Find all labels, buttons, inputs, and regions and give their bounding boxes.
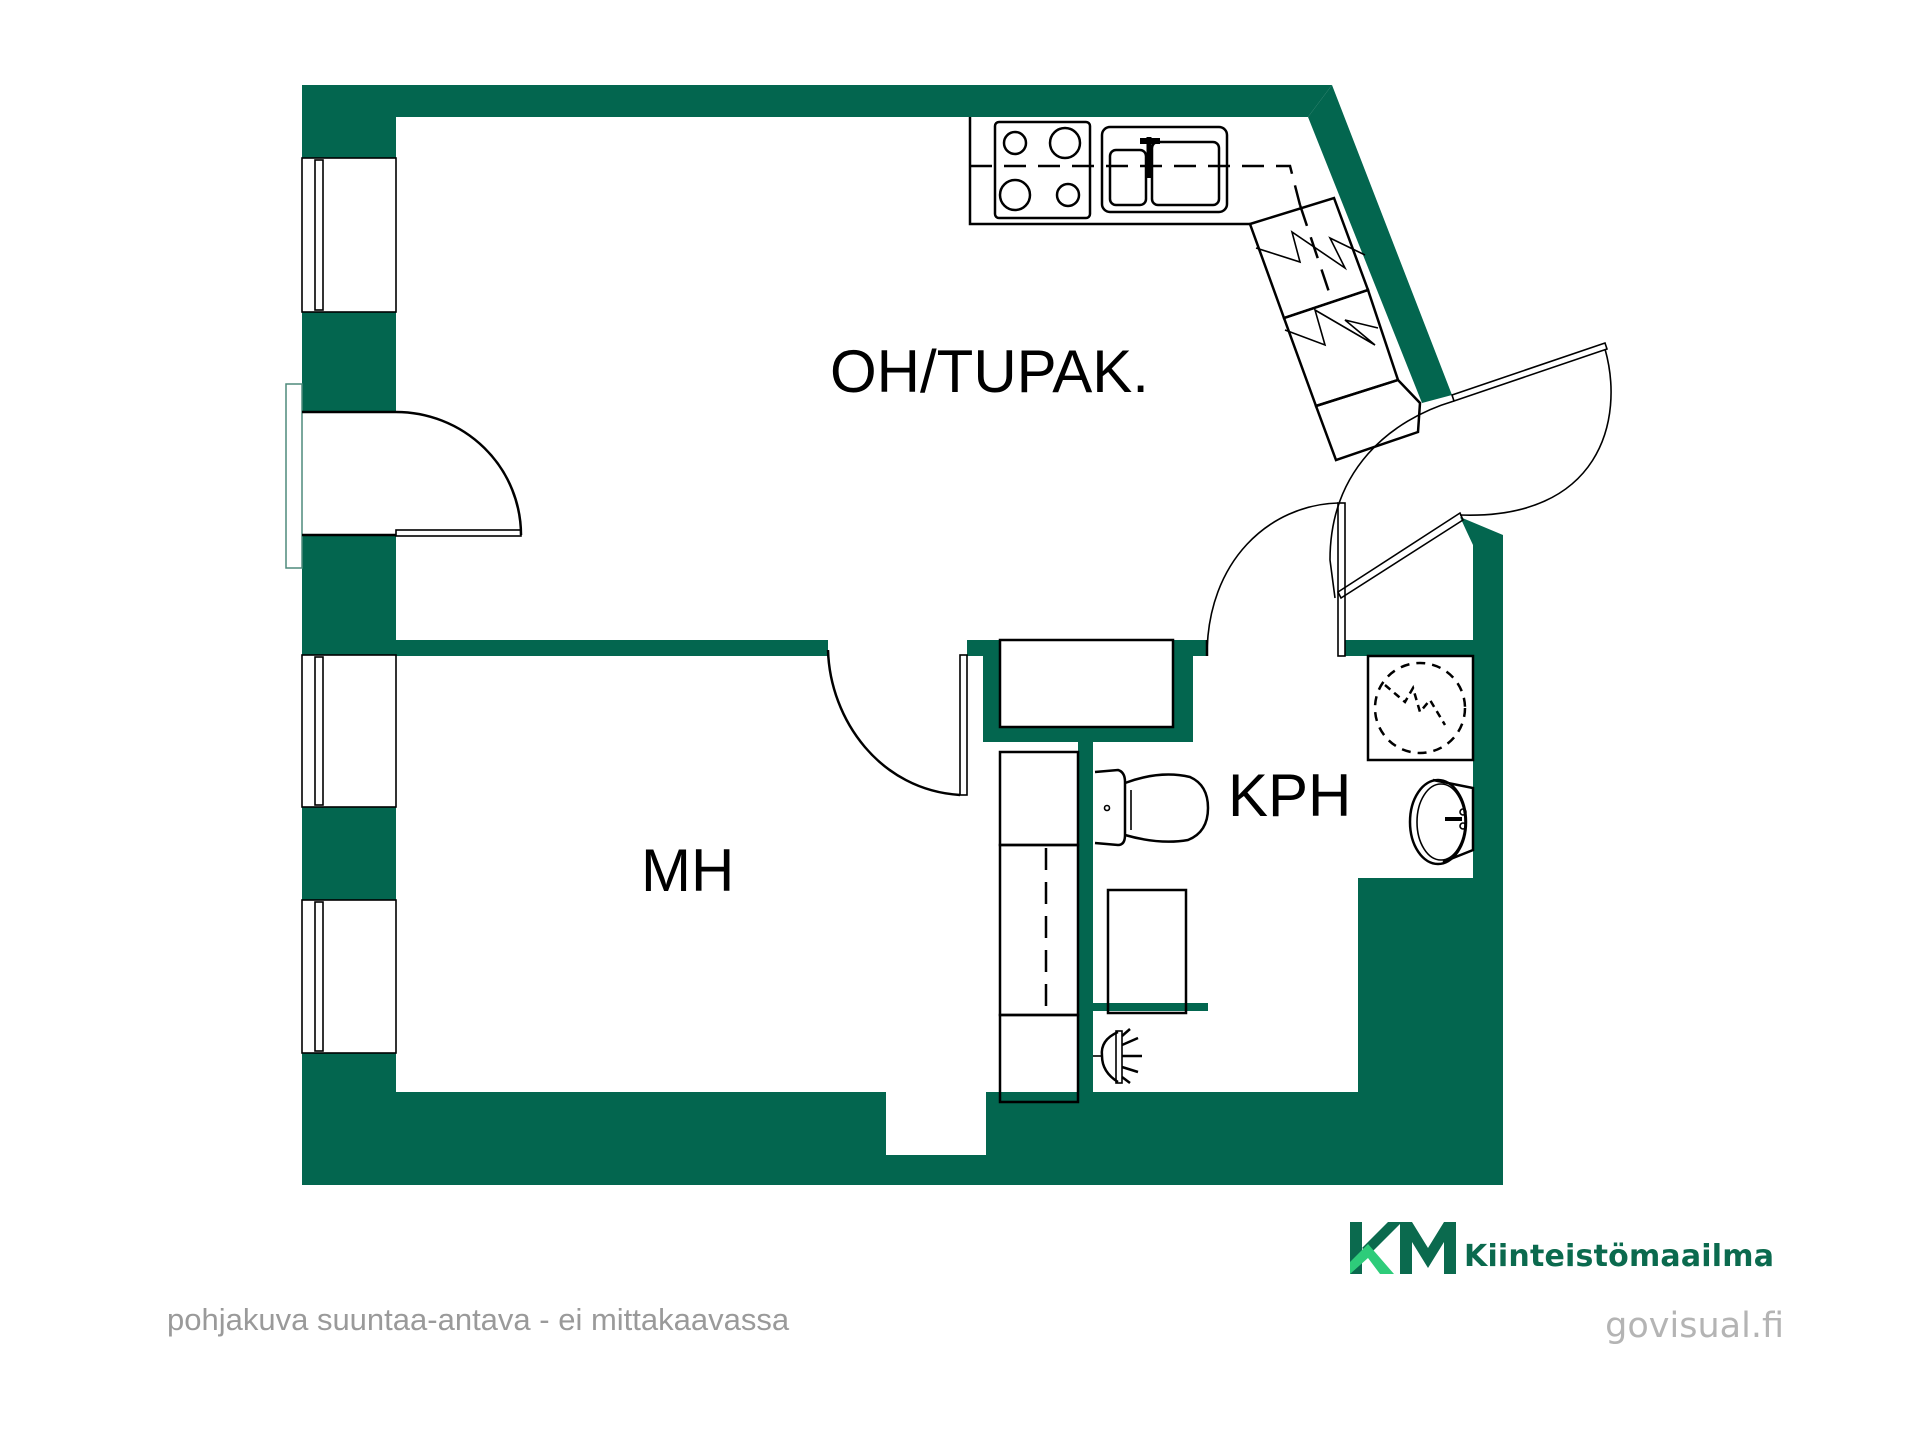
shower-icon — [1093, 1028, 1142, 1084]
washing-machine-icon — [1366, 654, 1475, 762]
shaft — [998, 638, 1175, 729]
stove-icon — [993, 120, 1092, 220]
room-label-bedroom: MH — [641, 837, 734, 904]
wardrobe — [998, 750, 1080, 1104]
walls — [302, 85, 1503, 1185]
entrance-door — [285, 383, 523, 569]
scale-disclaimer: pohjakuva suuntaa-antava - ei mittakaava… — [167, 1302, 790, 1337]
sink-icon — [1100, 125, 1229, 214]
room-label-bathroom: KPH — [1228, 762, 1351, 829]
windows — [301, 157, 397, 1054]
bathroom-door — [1205, 502, 1346, 657]
freezer-icon — [1282, 288, 1400, 408]
room-label-living-kitchen: OH/TUPAK. — [830, 338, 1149, 405]
bedroom-door — [826, 649, 968, 797]
kitchen — [968, 117, 1422, 462]
washbasin-icon — [1408, 778, 1475, 866]
balcony-door — [1329, 341, 1612, 600]
brand-name: Kiinteistömaailma — [1464, 1239, 1775, 1274]
toilet-icon — [1094, 768, 1210, 847]
laundry-cabinet — [1106, 888, 1188, 1015]
brand-logo: Kiinteistömaailma — [1350, 1218, 1774, 1274]
km-logo-icon — [1350, 1222, 1456, 1274]
site-url: govisual.fi — [1605, 1306, 1784, 1346]
